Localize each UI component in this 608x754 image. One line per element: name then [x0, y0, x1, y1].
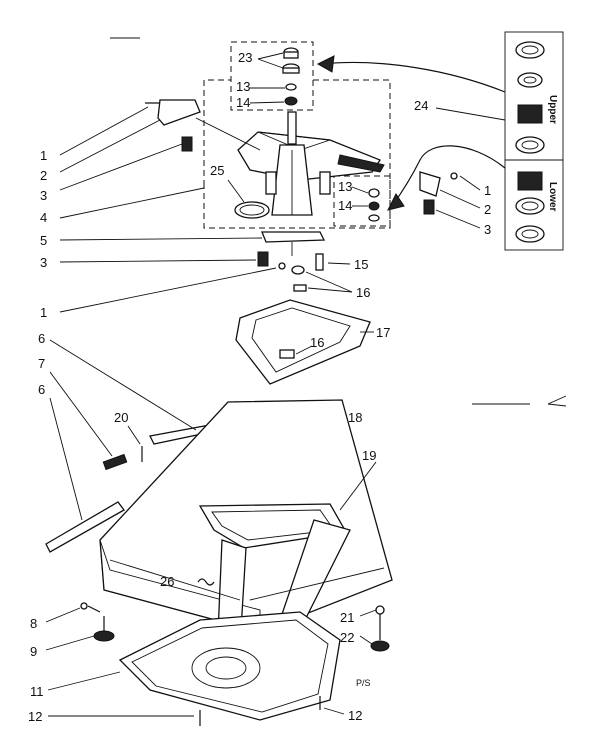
part-1-2-3-right	[419, 171, 458, 215]
label-2-top: 2	[40, 168, 47, 183]
label-4: 4	[40, 210, 47, 225]
label-24: 24	[414, 98, 428, 113]
inset-box-24	[504, 31, 564, 251]
lower-label: Lower	[547, 182, 558, 212]
label-1-right: 1	[484, 183, 491, 198]
part-9-foot	[93, 630, 115, 642]
label-1-mid: 1	[40, 305, 47, 320]
part-1-2-3-left	[145, 99, 201, 152]
label-18: 18	[348, 410, 362, 425]
label-12-right: 12	[348, 708, 362, 723]
label-19: 19	[362, 448, 376, 463]
label-6-a: 6	[38, 331, 45, 346]
part-15-pin	[315, 253, 324, 271]
label-14-top: 14	[236, 95, 250, 110]
label-15: 15	[354, 257, 368, 272]
part-11-base-pan	[118, 611, 341, 721]
part-5-strap	[261, 231, 326, 256]
label-3-right: 3	[484, 222, 491, 237]
part-23-bushings	[282, 47, 300, 106]
part-17-support	[235, 299, 371, 385]
label-6-b: 6	[38, 382, 45, 397]
part-16-pad	[293, 284, 307, 292]
part-24-lower-bushings	[515, 171, 545, 243]
label-5: 5	[40, 233, 47, 248]
label-13-top: 13	[236, 79, 250, 94]
label-14-right: 14	[338, 198, 352, 213]
label-16-top: 16	[356, 285, 370, 300]
inset-box-13	[333, 175, 391, 227]
part-3-spring	[257, 251, 269, 267]
part-22-foot	[370, 640, 390, 652]
part-24-upper-bushings	[515, 41, 545, 154]
label-26: 26	[160, 574, 174, 589]
assembly-box	[203, 79, 231, 186]
label-20: 20	[114, 410, 128, 425]
page-mark: P/S	[356, 678, 371, 688]
label-23: 23	[238, 50, 252, 65]
label-21: 21	[340, 610, 354, 625]
gearcase-hub	[237, 111, 385, 216]
label-3-mid: 3	[40, 255, 47, 270]
pointer-arrow-lower	[391, 145, 506, 207]
label-16-low: 16	[310, 335, 324, 350]
pointer-arrow-upper	[321, 61, 506, 93]
part-6-bracket-lower	[45, 501, 125, 553]
label-3-top: 3	[40, 188, 47, 203]
part-7-spring	[102, 453, 128, 471]
inset-box-23	[230, 41, 314, 111]
label-12-left: 12	[28, 709, 42, 724]
part-13-14-right	[368, 188, 380, 222]
label-7: 7	[38, 356, 45, 371]
label-9: 9	[30, 644, 37, 659]
part-26-clip	[197, 578, 215, 586]
label-25: 25	[210, 163, 224, 178]
label-2-right: 2	[484, 202, 491, 217]
label-1-top: 1	[40, 148, 47, 163]
label-17: 17	[376, 325, 390, 340]
label-22: 22	[340, 630, 354, 645]
label-13-right: 13	[338, 179, 352, 194]
label-11: 11	[30, 684, 44, 699]
upper-label: Upper	[547, 95, 558, 124]
label-8: 8	[30, 616, 37, 631]
